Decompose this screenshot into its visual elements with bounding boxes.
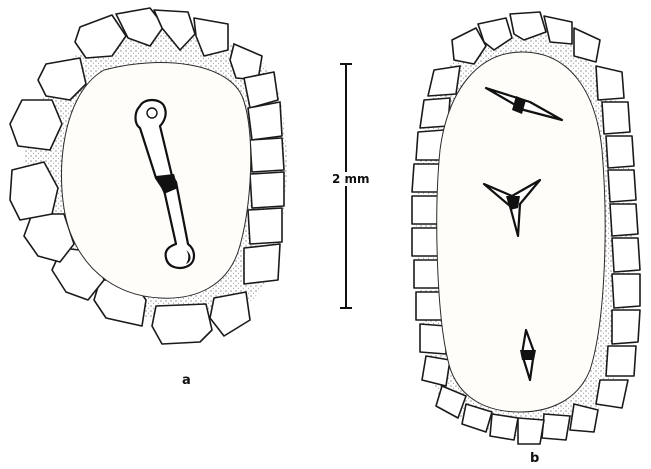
specimen-a-body	[61, 63, 250, 299]
scale-bar: 2 mm	[332, 64, 370, 308]
specimen-b: b	[412, 12, 640, 466]
scale-bar-label: 2 mm	[332, 172, 370, 186]
specimen-a-label: a	[182, 373, 191, 388]
specimen-b-label: b	[530, 451, 539, 466]
specimen-a: a	[10, 8, 287, 388]
